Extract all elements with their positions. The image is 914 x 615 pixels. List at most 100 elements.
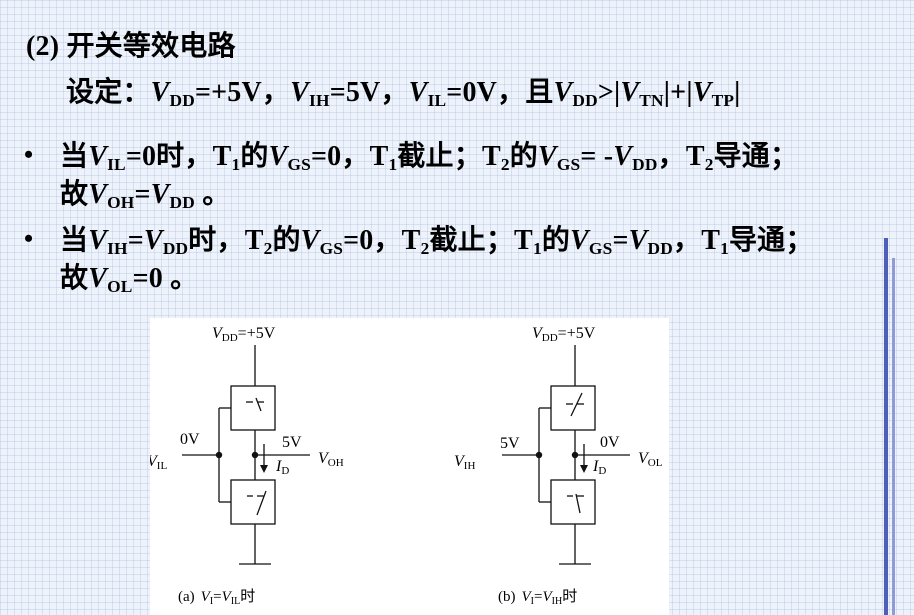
- symbol-v: V: [150, 77, 170, 108]
- sub-ih: IH: [552, 596, 563, 607]
- symbol-i: I: [275, 458, 282, 475]
- symbol-v: V: [318, 450, 330, 467]
- caption-b: (b)VI=VIH时: [498, 588, 577, 607]
- symbol-v: V: [532, 325, 544, 342]
- sub-1: 1: [720, 238, 729, 258]
- sub-tp: TP: [711, 90, 735, 110]
- bullet-dot-2: •: [24, 224, 34, 253]
- text-de: 的: [240, 141, 269, 172]
- input-level-a: 0V: [180, 431, 200, 448]
- text-dang: 当: [60, 141, 89, 172]
- sub-2: 2: [500, 154, 510, 174]
- bullet-1-line-2: 故VOH=VDD 。: [60, 172, 230, 212]
- sub-1: 1: [231, 154, 241, 174]
- symbol-v: V: [290, 77, 310, 108]
- section-title: (2) 开关等效电路: [26, 31, 236, 62]
- supply-label-b: VDD=+5V: [532, 325, 596, 344]
- bullet-dot-1: •: [24, 140, 34, 169]
- sub-i: I: [531, 596, 534, 607]
- settings-vdd-value: =+5V，: [194, 77, 291, 108]
- caption-end: 时: [562, 588, 577, 605]
- symbol-v: V: [628, 225, 648, 256]
- sub-dd: DD: [632, 154, 658, 174]
- current-label-b: ID: [592, 458, 606, 477]
- sub-1: 1: [388, 154, 398, 174]
- bullet-2-line-1: 当VIH=VDD时，T2的VGS=0，T2截止；T1的VGS=VDD，T1导通；: [60, 218, 814, 258]
- sub-il: IL: [157, 460, 168, 472]
- symbol-v: V: [570, 225, 589, 256]
- sub-gs: GS: [287, 154, 312, 174]
- caption-end: 时: [240, 588, 255, 605]
- symbol-v: V: [553, 77, 573, 108]
- text-comma-t: ，T: [673, 225, 721, 256]
- sub-ih: IH: [107, 238, 128, 258]
- current-arrow-icon: [260, 465, 268, 473]
- switch-circuit-figure: VDD=+5V 0V VIL 5V ID VOH (a)VI=VIL时 VDD=…: [150, 318, 669, 615]
- sub-ol: OL: [107, 276, 133, 296]
- sub-ol: OL: [648, 457, 663, 469]
- caption-tag: (b): [498, 589, 516, 605]
- sub-2: 2: [263, 238, 273, 258]
- sub-oh: OH: [328, 457, 344, 469]
- sub-oh: OH: [107, 192, 135, 212]
- symbol-v: V: [222, 589, 233, 605]
- text-eq-zero: =0 。: [132, 263, 199, 294]
- sub-gs: GS: [556, 154, 581, 174]
- output-level-a: 5V: [282, 434, 302, 451]
- symbol-v: V: [88, 263, 108, 294]
- symbol-v: V: [638, 450, 650, 467]
- junction-dot: [571, 451, 579, 459]
- supply-label-a: VDD=+5V: [212, 325, 276, 344]
- circuit-wires: [182, 345, 630, 565]
- sub-dd: DD: [222, 332, 238, 344]
- text-comma-t: ，T: [657, 141, 705, 172]
- symbol-v: V: [212, 325, 224, 342]
- sub-dd: DD: [572, 90, 598, 110]
- supply-value: =+5V: [238, 325, 276, 342]
- sub-il: IL: [427, 90, 447, 110]
- symbol-v: V: [150, 179, 170, 210]
- sub-d: D: [598, 465, 606, 477]
- symbol-v: V: [537, 141, 557, 172]
- symbol-v: V: [268, 141, 288, 172]
- junction-dot: [535, 451, 543, 459]
- sub-dd: DD: [162, 238, 189, 258]
- sub-il: IL: [107, 154, 126, 174]
- supply-value: =+5V: [558, 325, 596, 342]
- sub-ih: IH: [309, 90, 330, 110]
- symbol-v: V: [300, 225, 320, 256]
- output-label-a: VOH: [318, 450, 344, 469]
- symbol-v: V: [454, 453, 466, 470]
- caption-eq: =: [213, 589, 221, 605]
- sub-gs: GS: [319, 238, 344, 258]
- symbol-v: V: [201, 589, 212, 605]
- circuit-marks: [215, 451, 588, 473]
- settings-line: 设定：VDD=+5V，VIH=5V，VIL=0V，且VDD>|VTN|+|VTP…: [66, 70, 741, 110]
- current-arrow-icon: [580, 465, 588, 473]
- accent-bar: [884, 238, 888, 615]
- text-cutoff: 截止；T: [429, 225, 533, 256]
- settings-gt-abs: >|: [597, 77, 621, 108]
- text-time: 时，T: [188, 225, 264, 256]
- sub-tn: TN: [639, 90, 664, 110]
- text-vgs-neg: = -: [580, 141, 614, 172]
- circuit-diagrams: VDD=+5V 0V VIL 5V ID VOH (a)VI=VIL时 VDD=…: [150, 325, 663, 607]
- caption-a: (a)VI=VIL时: [178, 588, 255, 607]
- symbol-v: V: [542, 589, 553, 605]
- settings-label: 设定：: [66, 77, 151, 108]
- symbol-i: I: [592, 458, 599, 475]
- settings-vil-value: =0V，且: [446, 77, 554, 108]
- settings-vih-value: =5V，: [329, 77, 409, 108]
- junction-dot: [215, 451, 223, 459]
- sub-dd: DD: [647, 238, 674, 258]
- symbol-v: V: [88, 179, 108, 210]
- text-vgs-eq: =0，T: [311, 141, 389, 172]
- current-label-a: ID: [275, 458, 289, 477]
- text-gu: 故: [60, 263, 89, 294]
- input-level-b: 5V: [500, 435, 520, 452]
- text-dang: 当: [60, 225, 89, 256]
- symbol-v: V: [143, 225, 163, 256]
- sub-1: 1: [532, 238, 542, 258]
- sub-ih: IH: [464, 460, 476, 472]
- sub-2: 2: [420, 238, 430, 258]
